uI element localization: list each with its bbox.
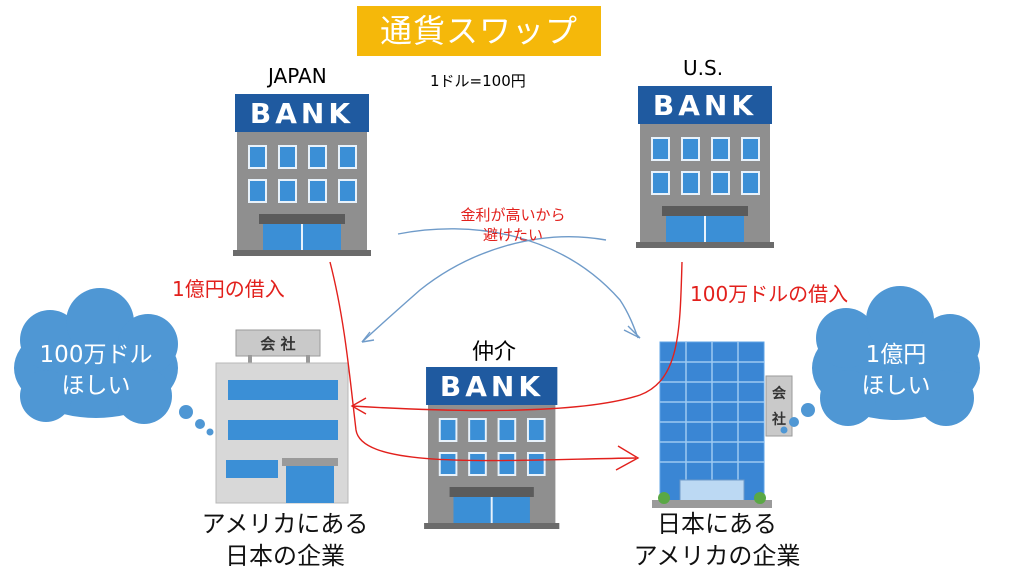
american-company-sign-bottom: 社 xyxy=(771,411,786,428)
mediator-bank-label: 仲介 xyxy=(472,340,517,365)
borrow-yen-label: 1億円の借入 xyxy=(172,277,285,301)
japanese-company-building xyxy=(215,329,349,504)
interest-note: 金利が高いから 避けたい xyxy=(440,205,586,245)
interest-note-line2: 避けたい xyxy=(482,226,543,244)
left-thought-cloud xyxy=(14,288,214,436)
american-company-building xyxy=(652,341,793,508)
right-thought-line2: ほしい xyxy=(861,373,931,399)
blue-crossing-arrows xyxy=(361,228,641,343)
exchange-rate-note: 1ドル=100円 xyxy=(430,72,526,90)
japanese-company-caption-line1: アメリカにある xyxy=(201,510,369,538)
mediator-bank-sign: BANK xyxy=(440,370,544,403)
japanese-company-sign: 会 社 xyxy=(260,335,295,353)
japan-bank-label: JAPAN xyxy=(268,64,327,88)
japanese-company-caption: アメリカにある 日本の企業 xyxy=(180,508,390,572)
american-company-sign-top: 会 xyxy=(772,385,787,402)
japanese-company-caption-line2: 日本の企業 xyxy=(225,542,345,570)
interest-note-line1: 金利が高いから xyxy=(460,206,566,224)
right-thought-text: 1億円 ほしい xyxy=(826,340,966,402)
american-company-caption-line2: アメリカの企業 xyxy=(633,542,801,570)
right-thought-cloud xyxy=(780,286,980,434)
us-bank-sign: BANK xyxy=(653,89,757,122)
borrow-usd-label: 100万ドルの借入 xyxy=(690,282,849,306)
american-company-caption: 日本にある アメリカの企業 xyxy=(612,508,822,572)
us-bank-label: U.S. xyxy=(683,56,724,80)
american-company-caption-line1: 日本にある xyxy=(657,510,777,538)
left-thought-line2: ほしい xyxy=(61,373,131,399)
japan-bank-sign: BANK xyxy=(250,97,354,130)
left-thought-line1: 100万ドル xyxy=(39,342,153,368)
red-loan-arrows xyxy=(329,261,683,471)
page-title: 通貨スワップ xyxy=(357,6,601,56)
left-thought-text: 100万ドル ほしい xyxy=(20,340,172,402)
right-thought-line1: 1億円 xyxy=(865,342,927,368)
